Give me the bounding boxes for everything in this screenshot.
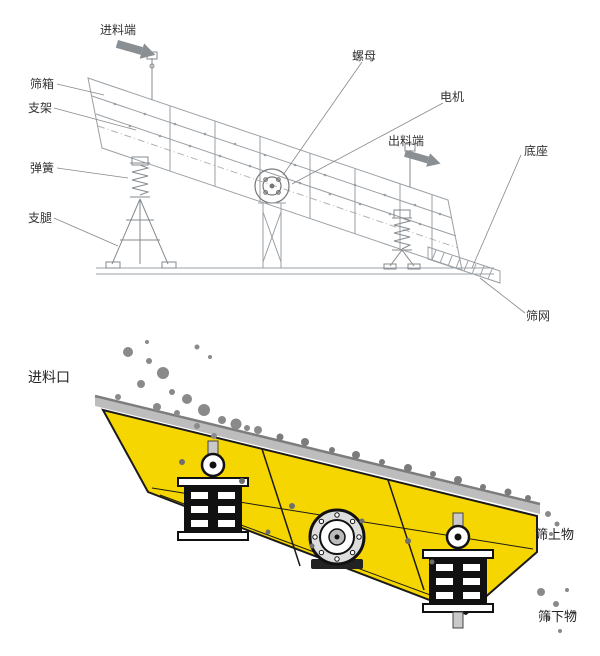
label-oversize-material: 筛上物 xyxy=(535,527,574,542)
label-base: 底座 xyxy=(524,143,548,158)
motor-shaft-dot xyxy=(334,534,340,540)
base-rail-drawing xyxy=(96,267,494,275)
left-spring-assembly xyxy=(177,440,249,541)
particles-feed xyxy=(115,340,262,439)
particles-through-screen xyxy=(179,459,435,565)
label-feed-end: 进料端 xyxy=(100,23,136,37)
bottom-illustration: 进料口 筛上物 筛下物 xyxy=(28,340,577,633)
label-motor: 电机 xyxy=(440,90,464,104)
right-spring-coil-slots xyxy=(436,564,480,599)
left-spring-mount-dot xyxy=(209,461,217,469)
screen-deck-top-edge xyxy=(94,394,541,506)
motor-illustration xyxy=(308,508,366,569)
right-spring-top-plate xyxy=(422,549,494,559)
label-nut: 螺母 xyxy=(352,49,376,63)
screen-box-drawing xyxy=(87,77,463,271)
screen-deck-band xyxy=(95,396,540,514)
right-spring-mount-dot xyxy=(454,533,462,541)
discharge-flow-arrow xyxy=(404,150,441,167)
leader-lines xyxy=(53,61,526,314)
right-spring-lower-stem xyxy=(452,611,464,629)
left-spring-bottom-plate xyxy=(177,531,249,541)
screen-mesh-board-drawing xyxy=(427,246,501,284)
particles-on-deck xyxy=(276,433,531,501)
label-support-frame: 支架 xyxy=(28,101,52,115)
left-spring-coil-slots xyxy=(191,492,235,527)
feed-flow-arrow xyxy=(115,40,156,59)
right-spring-assembly xyxy=(422,512,494,629)
label-undersize-material: 筛下物 xyxy=(538,609,577,624)
particles-undersize xyxy=(537,588,576,633)
particles-oversize xyxy=(545,511,560,536)
right-support-drawing xyxy=(383,143,421,270)
center-column-drawing xyxy=(258,202,286,268)
left-support-drawing xyxy=(105,51,177,269)
label-screen-mesh: 筛网 xyxy=(526,308,550,323)
rivet-dots xyxy=(113,102,442,226)
right-spring-bottom-plate xyxy=(422,603,494,613)
label-screen-box: 筛箱 xyxy=(30,76,54,91)
label-support-leg: 支腿 xyxy=(28,211,52,225)
motor-bolts xyxy=(312,512,362,562)
label-spring: 弹簧 xyxy=(30,160,54,175)
left-spring-top-plate xyxy=(177,477,249,487)
label-feed-inlet: 进料口 xyxy=(28,369,70,385)
label-discharge-end: 出料端 xyxy=(388,134,424,148)
top-technical-drawing: 进料端 螺母 筛箱 支架 电机 出料端 弹簧 底座 支腿 筛网 xyxy=(28,23,550,323)
